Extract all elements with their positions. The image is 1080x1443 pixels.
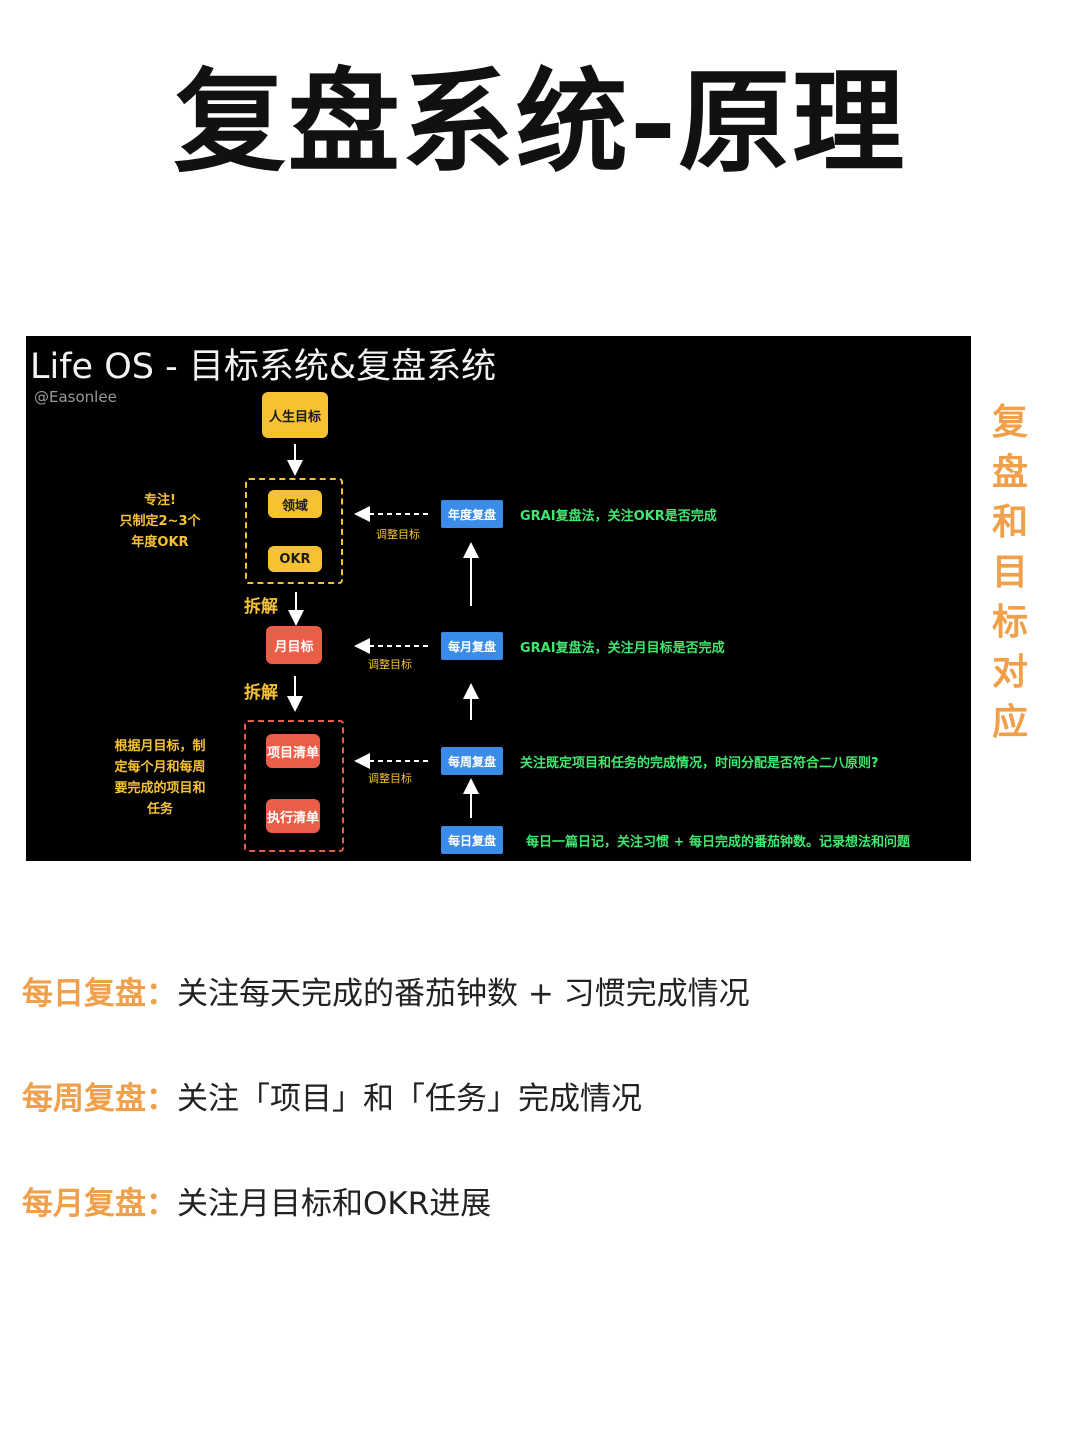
page-title: 复盘系统-原理 [173, 57, 907, 188]
focus-note-line: 年度OKR [131, 535, 189, 550]
side-label-char: 和 [991, 502, 1028, 543]
yearly-review-text: GRAI复盘法，关注OKR是否完成 [520, 509, 717, 524]
diagram-author: @Easonlee [34, 388, 117, 406]
plan-note-line: 任务 [146, 802, 173, 817]
adjust-goal-label-weekly: 调整目标 [368, 772, 412, 785]
life-goal-box: 人生目标 [262, 392, 328, 438]
daily-review-box: 每日复盘 [441, 826, 503, 854]
exec-list-box: 执行清单 [266, 799, 320, 833]
adjust-goal-label-monthly: 调整目标 [368, 658, 412, 671]
split-label-1: 拆解 [244, 597, 278, 617]
plan-note-line: 根据月目标，制 [114, 739, 206, 754]
weekly-review-text: 关注既定项目和任务的完成情况，时间分配是否符合二八原则? [520, 756, 879, 771]
domain-box: 领域 [268, 490, 322, 518]
desc-daily: 每日复盘：关注每天完成的番茄钟数 + 习惯完成情况 [22, 968, 750, 1013]
desc-monthly-value: 关注月目标和OKR进展 [177, 1186, 492, 1222]
plan-note-line: 定每个月和每周 [114, 760, 206, 775]
focus-note: 专注! 只制定2~3个 年度OKR [106, 490, 214, 553]
life-os-diagram: Life OS - 目标系统&复盘系统 @Easonlee 人生目标 领域 OK… [26, 336, 971, 861]
plan-note: 根据月目标，制 定每个月和每周 要完成的项目和 任务 [102, 736, 218, 820]
desc-weekly: 每周复盘：关注「项目」和「任务」完成情况 [22, 1073, 642, 1118]
diagram-title: Life OS - 目标系统&复盘系统 [30, 347, 497, 387]
side-label-char: 应 [991, 702, 1028, 743]
side-label-char: 目 [991, 552, 1028, 593]
desc-weekly-value: 关注「项目」和「任务」完成情况 [177, 1081, 642, 1117]
monthly-review-text: GRAI复盘法，关注月目标是否完成 [520, 641, 725, 656]
desc-weekly-key: 每周复盘： [22, 1081, 177, 1117]
plan-note-line: 要完成的项目和 [114, 781, 206, 796]
diagram-connectors [287, 444, 479, 818]
side-label-char: 盘 [991, 452, 1028, 493]
desc-daily-key: 每日复盘： [22, 976, 177, 1012]
month-goal-box: 月目标 [266, 626, 322, 664]
focus-note-line: 只制定2~3个 [119, 514, 201, 529]
project-list-box: 项目清单 [266, 734, 320, 768]
side-label-char: 复 [991, 402, 1028, 443]
focus-note-line: 专注! [144, 493, 176, 508]
side-label-char: 对 [991, 652, 1028, 693]
split-label-2: 拆解 [244, 683, 278, 703]
desc-monthly-key: 每月复盘： [22, 1186, 177, 1222]
daily-review-text: 每日一篇日记，关注习惯 + 每日完成的番茄钟数。记录想法和问题 [526, 835, 910, 850]
desc-monthly: 每月复盘：关注月目标和OKR进展 [22, 1178, 491, 1223]
side-label: 复 盘 和 目 标 对 应 [986, 398, 1034, 748]
plan-group-frame [244, 720, 344, 852]
yearly-review-box: 年度复盘 [441, 500, 503, 528]
weekly-review-box: 每周复盘 [441, 747, 503, 775]
okr-box: OKR [268, 546, 322, 572]
okr-group-frame [245, 478, 343, 584]
side-label-char: 标 [991, 602, 1028, 643]
monthly-review-box: 每月复盘 [441, 632, 503, 660]
adjust-goal-label-yearly: 调整目标 [376, 528, 420, 541]
desc-daily-value: 关注每天完成的番茄钟数 + 习惯完成情况 [177, 976, 750, 1012]
